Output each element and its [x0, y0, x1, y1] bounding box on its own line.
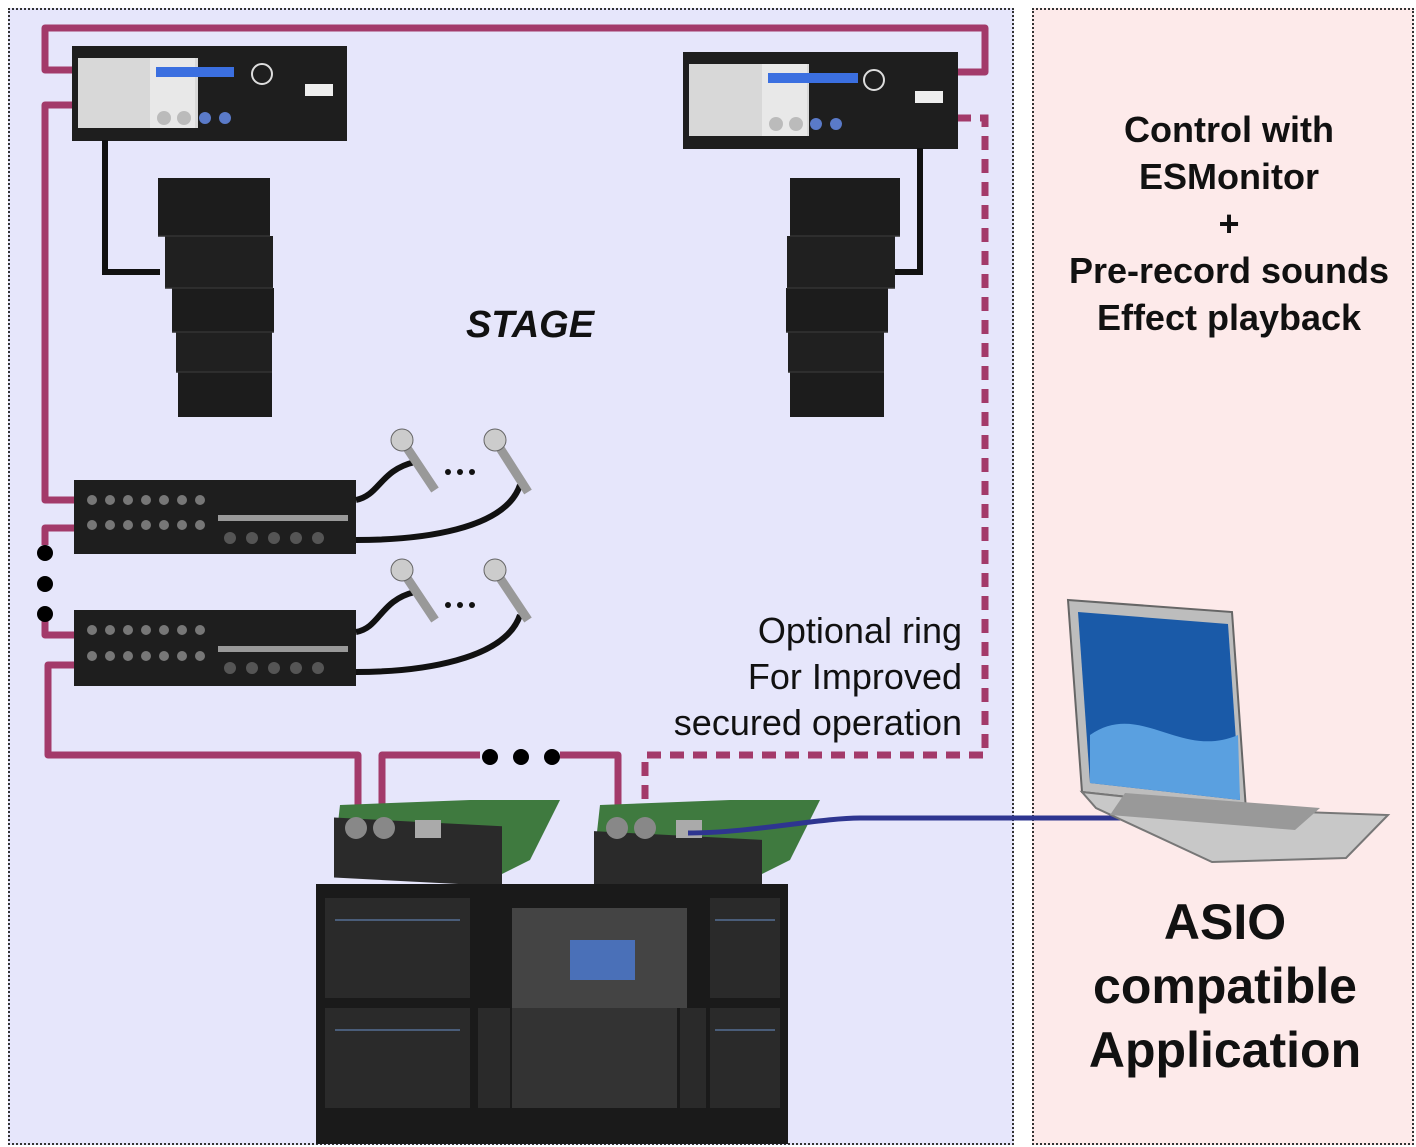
asio-line-2: compatible [1093, 958, 1357, 1014]
ring-line-3: secured operation [673, 702, 962, 743]
control-line-1: Control with [1124, 109, 1334, 150]
control-line-3: + [1218, 203, 1240, 244]
stage-box-io-rack-2 [74, 610, 356, 686]
ring-line-1: Optional ring [757, 610, 962, 651]
optional-ring-note: Optional ring For Improved secured opera… [600, 608, 962, 746]
line-array-speaker-right [786, 178, 900, 417]
chain-dots [37, 545, 560, 765]
control-line-5: Effect playback [1096, 297, 1362, 338]
asio-line-1: ASIO [1163, 894, 1287, 950]
stage-box-io-rack-1 [74, 480, 356, 554]
microphone-cable [355, 459, 523, 675]
optional-ring-dashed-cable [641, 114, 989, 808]
ring-line-2: For Improved [747, 656, 962, 697]
network-card-1 [334, 800, 560, 887]
control-line-2: ESMonitor [1139, 156, 1319, 197]
microphone [390, 428, 532, 623]
line-array-speaker-left [158, 178, 274, 417]
asio-line-3: Application [1088, 1022, 1362, 1078]
control-area-panel [1032, 8, 1414, 1145]
asio-application-label: ASIO compatible Application [1040, 890, 1410, 1082]
amplifier-left [72, 46, 347, 141]
stage-label: STAGE [465, 304, 595, 346]
ring-cable [41, 24, 989, 810]
laptop [1066, 598, 1391, 864]
amplifier-right [683, 52, 958, 149]
control-line-4: Pre-record sounds [1068, 250, 1390, 291]
usb-cable [687, 815, 1150, 836]
control-description: Control with ESMonitor + Pre-record soun… [1040, 106, 1416, 341]
mixing-console [316, 884, 788, 1144]
